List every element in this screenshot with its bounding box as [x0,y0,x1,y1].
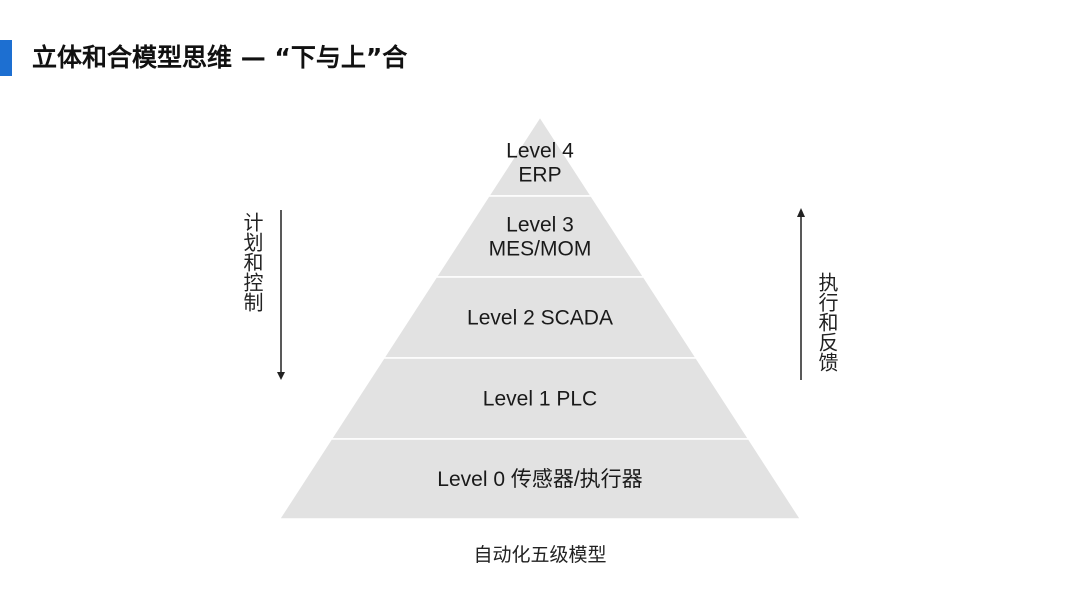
level-0-label-line-1: Level 0 传感器/执行器 [437,468,642,491]
plan-control-label: 计划和控制 [240,212,264,312]
level-3-label-line-1: Level 3 [506,214,574,237]
execute-feedback-arrowhead [797,208,805,217]
level-4-label-line-2: ERP [518,164,561,187]
level-3-label-line-2: MES/MOM [489,238,592,261]
plan-control-arrowhead [277,372,285,380]
title-accent-bar [0,40,12,76]
slide-title: 立体和合模型思维 — “下与上”合 [32,43,408,72]
level-2-label-line-1: Level 2 SCADA [467,307,613,330]
pyramid-caption: 自动化五级模型 [473,544,607,566]
pyramid-band-level-0 [278,438,802,520]
execute-feedback-label: 执行和反馈 [815,272,839,372]
pyramid-band-level-3 [434,195,646,278]
level-1-label-line-1: Level 1 PLC [483,388,597,411]
level-4-label-line-1: Level 4 [506,140,574,163]
